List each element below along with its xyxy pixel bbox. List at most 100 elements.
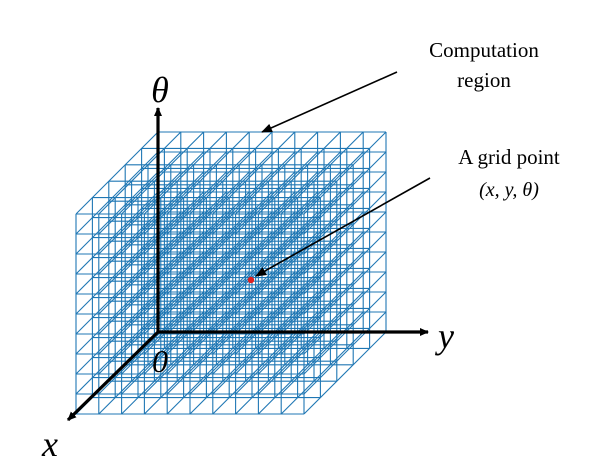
grid-line-x: [98, 231, 182, 315]
grid-line-x: [258, 331, 341, 415]
grid-line-x: [144, 271, 227, 355]
x-axis: [66, 330, 160, 422]
grid-line-x: [166, 131, 250, 215]
computation-region-mesh: [75, 131, 387, 415]
grid-line-x: [121, 191, 204, 275]
grid-point-label-line1: A grid point: [458, 145, 560, 169]
grid-line-x: [98, 151, 182, 235]
grid-line-x: [212, 171, 296, 255]
grid-line-x: [303, 231, 387, 315]
region-label-line1: Computation: [429, 38, 539, 62]
grid-line-x: [280, 311, 364, 395]
y-axis-label: y: [435, 316, 454, 356]
grid-line-x: [144, 331, 227, 415]
grid-line-x: [75, 251, 159, 335]
grid-line-x: [75, 131, 159, 215]
grid-line-x: [121, 311, 204, 395]
grid-line-x: [189, 251, 273, 335]
grid-line-x: [303, 191, 387, 275]
grid-line-x: [189, 171, 273, 255]
grid-line-x: [121, 211, 204, 295]
grid-line-x: [166, 211, 250, 295]
grid-line-x: [121, 131, 204, 215]
grid-line-x: [303, 211, 387, 295]
grid-point-label-line2: (x, y, θ): [479, 179, 539, 201]
grid-line-x: [75, 271, 159, 355]
grid-line-x: [258, 131, 341, 215]
grid-line-x: [75, 211, 159, 295]
grid-line-x: [98, 271, 182, 355]
grid-line-x: [98, 211, 182, 295]
grid-line-x: [121, 331, 204, 415]
grid-line-x: [98, 251, 182, 335]
grid-line-x: [166, 231, 250, 315]
theta-axis-label: θ: [151, 70, 169, 110]
grid-line-x: [303, 151, 387, 235]
x-axis-label: x: [41, 424, 58, 464]
grid-line-x: [212, 231, 296, 315]
grid-line-x: [258, 171, 341, 255]
region-label-line2: region: [457, 68, 511, 92]
grid-line-x: [98, 311, 182, 395]
grid-line-x: [303, 131, 387, 215]
grid-line-x: [189, 331, 273, 415]
grid-point-callout-arrow: [255, 177, 431, 277]
grid-line-x: [235, 311, 318, 395]
grid-line-x: [212, 211, 296, 295]
grid-line-x: [166, 251, 250, 335]
grid-line-x: [189, 231, 273, 315]
grid-line-x: [212, 151, 296, 235]
grid-line-x: [235, 151, 318, 235]
grid-line-x: [280, 211, 364, 295]
grid-line-x: [303, 311, 387, 395]
grid-line-x: [189, 191, 273, 275]
grid-line-x: [75, 291, 159, 375]
grid-line-x: [75, 191, 159, 275]
grid-line-x: [166, 171, 250, 255]
coordinate-axes: [66, 107, 429, 422]
grid-line-x: [258, 311, 341, 395]
grid-line-x: [303, 251, 387, 335]
grid-line-x: [280, 231, 364, 315]
grid-line-x: [144, 311, 227, 395]
grid-line-x: [166, 151, 250, 235]
grid-line-x: [258, 191, 341, 275]
grid-line-x: [280, 331, 364, 415]
grid-line-x: [280, 251, 364, 335]
grid-line-x: [212, 331, 296, 415]
grid-line-x: [166, 311, 250, 395]
grid-line-x: [280, 131, 364, 215]
grid-line-x: [235, 251, 318, 335]
grid-line-x: [121, 231, 204, 315]
region-callout-arrow: [261, 71, 398, 133]
grid-line-x: [212, 311, 296, 395]
grid-line-x: [303, 171, 387, 255]
grid-line-x: [75, 171, 159, 255]
grid-line-x: [280, 151, 364, 235]
grid-line-x: [258, 231, 341, 315]
grid-line-x: [258, 151, 341, 235]
grid-line-x: [121, 171, 204, 255]
grid-line-x: [121, 271, 204, 355]
grid-line-x: [98, 331, 182, 415]
grid-line-x: [98, 131, 182, 215]
origin-label: 0: [152, 343, 168, 379]
grid-line-x: [121, 251, 204, 335]
grid-line-x: [212, 271, 296, 355]
grid-line-x: [98, 191, 182, 275]
grid-line-x: [235, 171, 318, 255]
grid-line-x: [303, 331, 387, 415]
grid-line-x: [98, 291, 182, 375]
grid-line-x: [189, 131, 273, 215]
grid-line-x: [303, 271, 387, 355]
grid-line-x: [258, 211, 341, 295]
grid-line-x: [258, 251, 341, 335]
grid-line-x: [258, 271, 341, 355]
grid-line-x: [212, 191, 296, 275]
grid-line-x: [75, 151, 159, 235]
grid-line-x: [280, 191, 364, 275]
grid-line-x: [189, 151, 273, 235]
grid-line-x: [212, 131, 296, 215]
grid-line-x: [235, 271, 318, 355]
grid-line-x: [166, 191, 250, 275]
